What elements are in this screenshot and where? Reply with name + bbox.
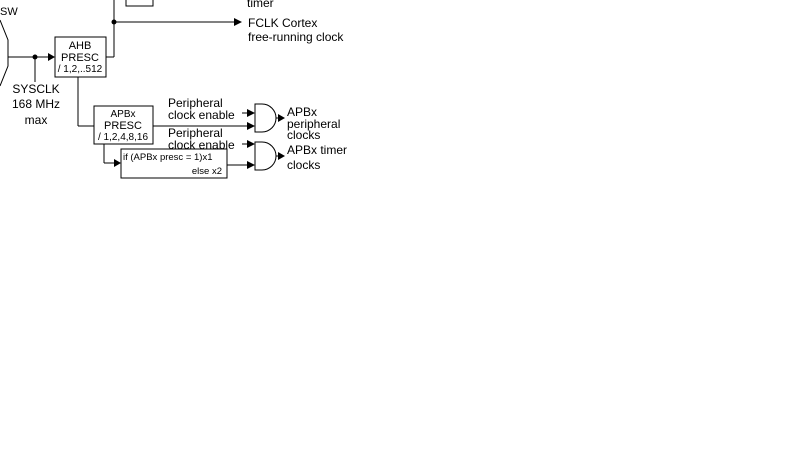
sysclk-freq: 168 MHz [12, 97, 60, 111]
peripheral-enable-2-arrow [247, 140, 255, 148]
sysclk-arrow [48, 53, 55, 61]
apbx-label: APBx [110, 109, 135, 120]
ahb-divider-values: / 1,2,..512 [58, 64, 103, 75]
timer-condition-line2: else x2 [192, 166, 222, 177]
and-gate-1-out-arrow [278, 114, 285, 122]
apbx-peripheral-label-1: APBx [287, 105, 317, 119]
and-gate-2-out-arrow [278, 152, 285, 160]
and-gate-timer [254, 141, 277, 171]
timer-out-arrow [247, 161, 255, 169]
timer-condition-line1: if (APBx presc = 1)x1 [123, 152, 213, 163]
peripheral-enable-1-arrow [247, 109, 255, 117]
fclk-arrow [234, 18, 242, 26]
sysclk-max: max [25, 113, 48, 127]
top-partial-box [125, 0, 154, 7]
and-gate-peripheral [254, 103, 277, 133]
apbx-peripheral-label-3: clocks [287, 128, 320, 142]
apbx-divider-values: / 1,2,4,8,16 [98, 132, 148, 143]
peripheral-enable-2-line2: clock enable [168, 138, 235, 152]
apbx-presc-label: PRESC [104, 120, 142, 132]
ahb-label: AHB [69, 40, 92, 52]
apbx-peripheral-label-2: peripheral [287, 117, 340, 131]
sw-label: SW [0, 6, 18, 18]
peripheral-enable-1-line2: clock enable [168, 108, 235, 122]
ahb-presc-box [54, 36, 107, 78]
apbx-timer-label-2: clocks [287, 158, 320, 172]
fclk-label-2: free-running clock [248, 30, 344, 44]
apbx-to-timer-arrow [114, 159, 121, 167]
ahb-presc-label: PRESC [61, 52, 99, 64]
sysclk-label: SYSCLK [12, 82, 59, 96]
apbx-timer-label-1: APBx timer [287, 143, 347, 157]
apbx-presc-box [93, 105, 154, 145]
apbx-out-arrow [247, 122, 255, 130]
fclk-label-1: FCLK Cortex [248, 16, 317, 30]
timer-label: timer [247, 0, 274, 10]
timer-multiplier-box [120, 148, 228, 179]
sw-mux-outline [0, 19, 9, 87]
peripheral-enable-1-line1: Peripheral [168, 96, 223, 110]
peripheral-enable-2-line1: Peripheral [168, 126, 223, 140]
